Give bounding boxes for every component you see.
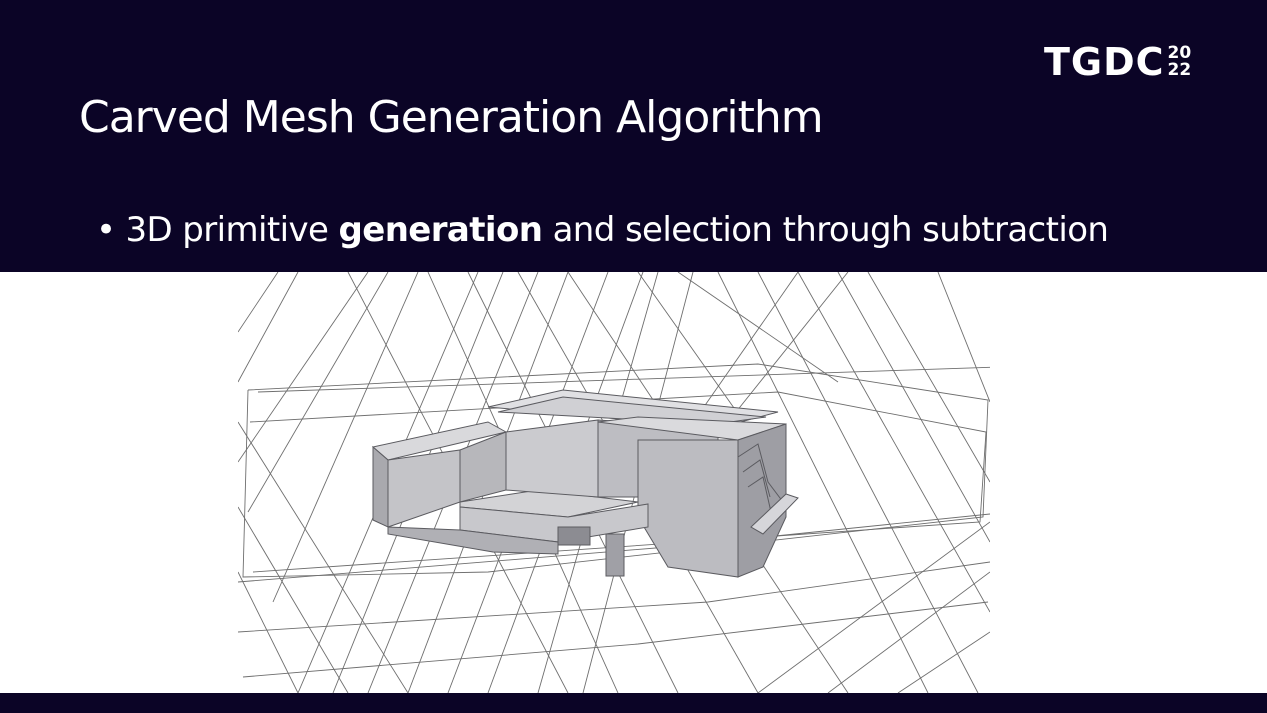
bullet-dot: • — [96, 210, 116, 250]
carved-mesh-figure — [238, 272, 990, 693]
bullet-text-before: 3D primitive — [125, 210, 339, 250]
wireframe-primitives — [238, 272, 990, 693]
header-band — [0, 0, 1267, 272]
tgdc-logo: TGDC 20 22 — [1044, 42, 1191, 82]
logo-year-top: 20 — [1167, 43, 1192, 63]
slide-title: Carved Mesh Generation Algorithm — [79, 92, 824, 143]
building-model — [371, 389, 799, 578]
logo-year-bottom: 22 — [1167, 60, 1192, 80]
bullet-point: •3D primitive generation and selection t… — [96, 210, 1109, 250]
footer-band — [0, 693, 1267, 713]
bullet-text-after: and selection through subtraction — [542, 210, 1109, 250]
logo-text: TGDC — [1044, 40, 1165, 84]
logo-year: 20 22 — [1168, 45, 1192, 79]
bullet-text-bold: generation — [338, 210, 543, 250]
